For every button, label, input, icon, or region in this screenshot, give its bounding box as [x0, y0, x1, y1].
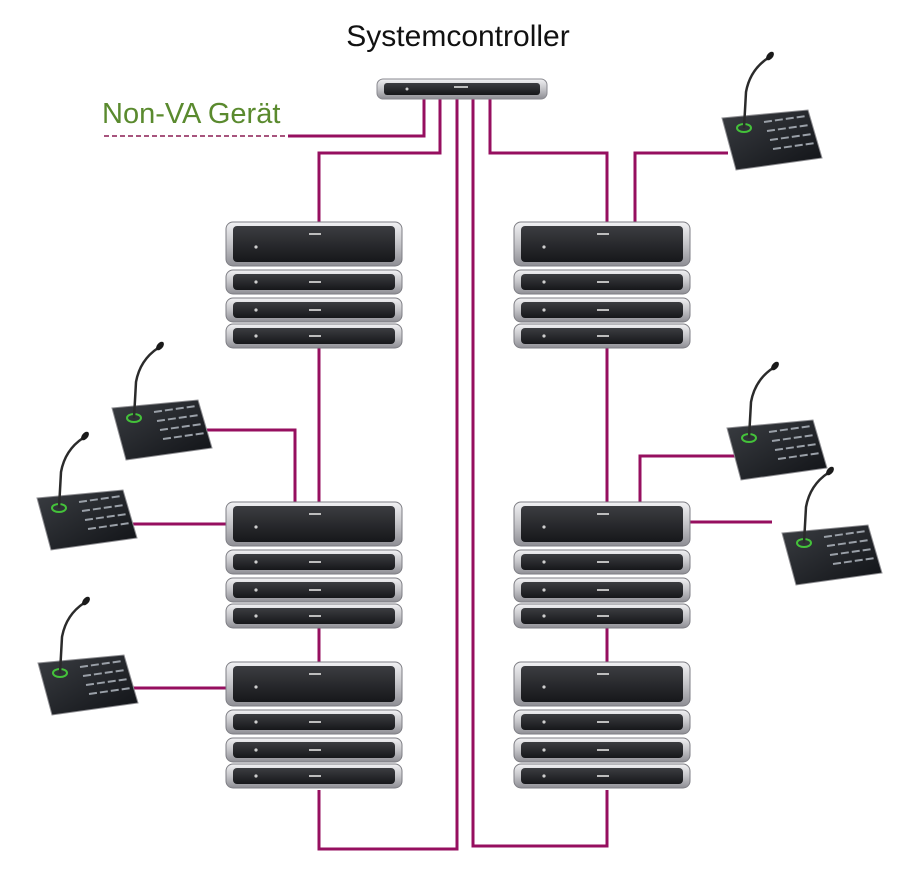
non-va-device-label: Non-VA Gerät: [102, 98, 281, 130]
cable-left-loop-return: [317, 96, 459, 851]
cable-call-station-right-2: [638, 454, 740, 502]
call-station: [36, 431, 138, 551]
diagram-title: Systemcontroller: [346, 20, 570, 53]
amplifier-rack-stack: [225, 221, 403, 349]
amplifier-racks: [225, 221, 691, 789]
call-stations: [36, 51, 883, 716]
call-station: [37, 596, 139, 716]
system-controller: [376, 78, 548, 100]
call-station: [726, 361, 828, 481]
cable-call-station-top-right: [633, 151, 728, 222]
amplifier-rack-stack: [225, 501, 403, 629]
cable-call-station-left-1: [195, 428, 297, 502]
cable-left-top: [317, 96, 442, 222]
cable-right-top: [488, 96, 609, 222]
amplifier-rack-stack: [513, 501, 691, 629]
non-va-cable: [288, 96, 426, 138]
amplifier-rack-stack: [225, 661, 403, 789]
call-station: [721, 51, 823, 171]
cable-right-loop-return: [471, 96, 609, 848]
call-station: [111, 341, 213, 461]
network-cabling: [128, 96, 772, 851]
call-station: [781, 466, 883, 586]
amplifier-rack-stack: [513, 221, 691, 349]
amplifier-rack-stack: [513, 661, 691, 789]
